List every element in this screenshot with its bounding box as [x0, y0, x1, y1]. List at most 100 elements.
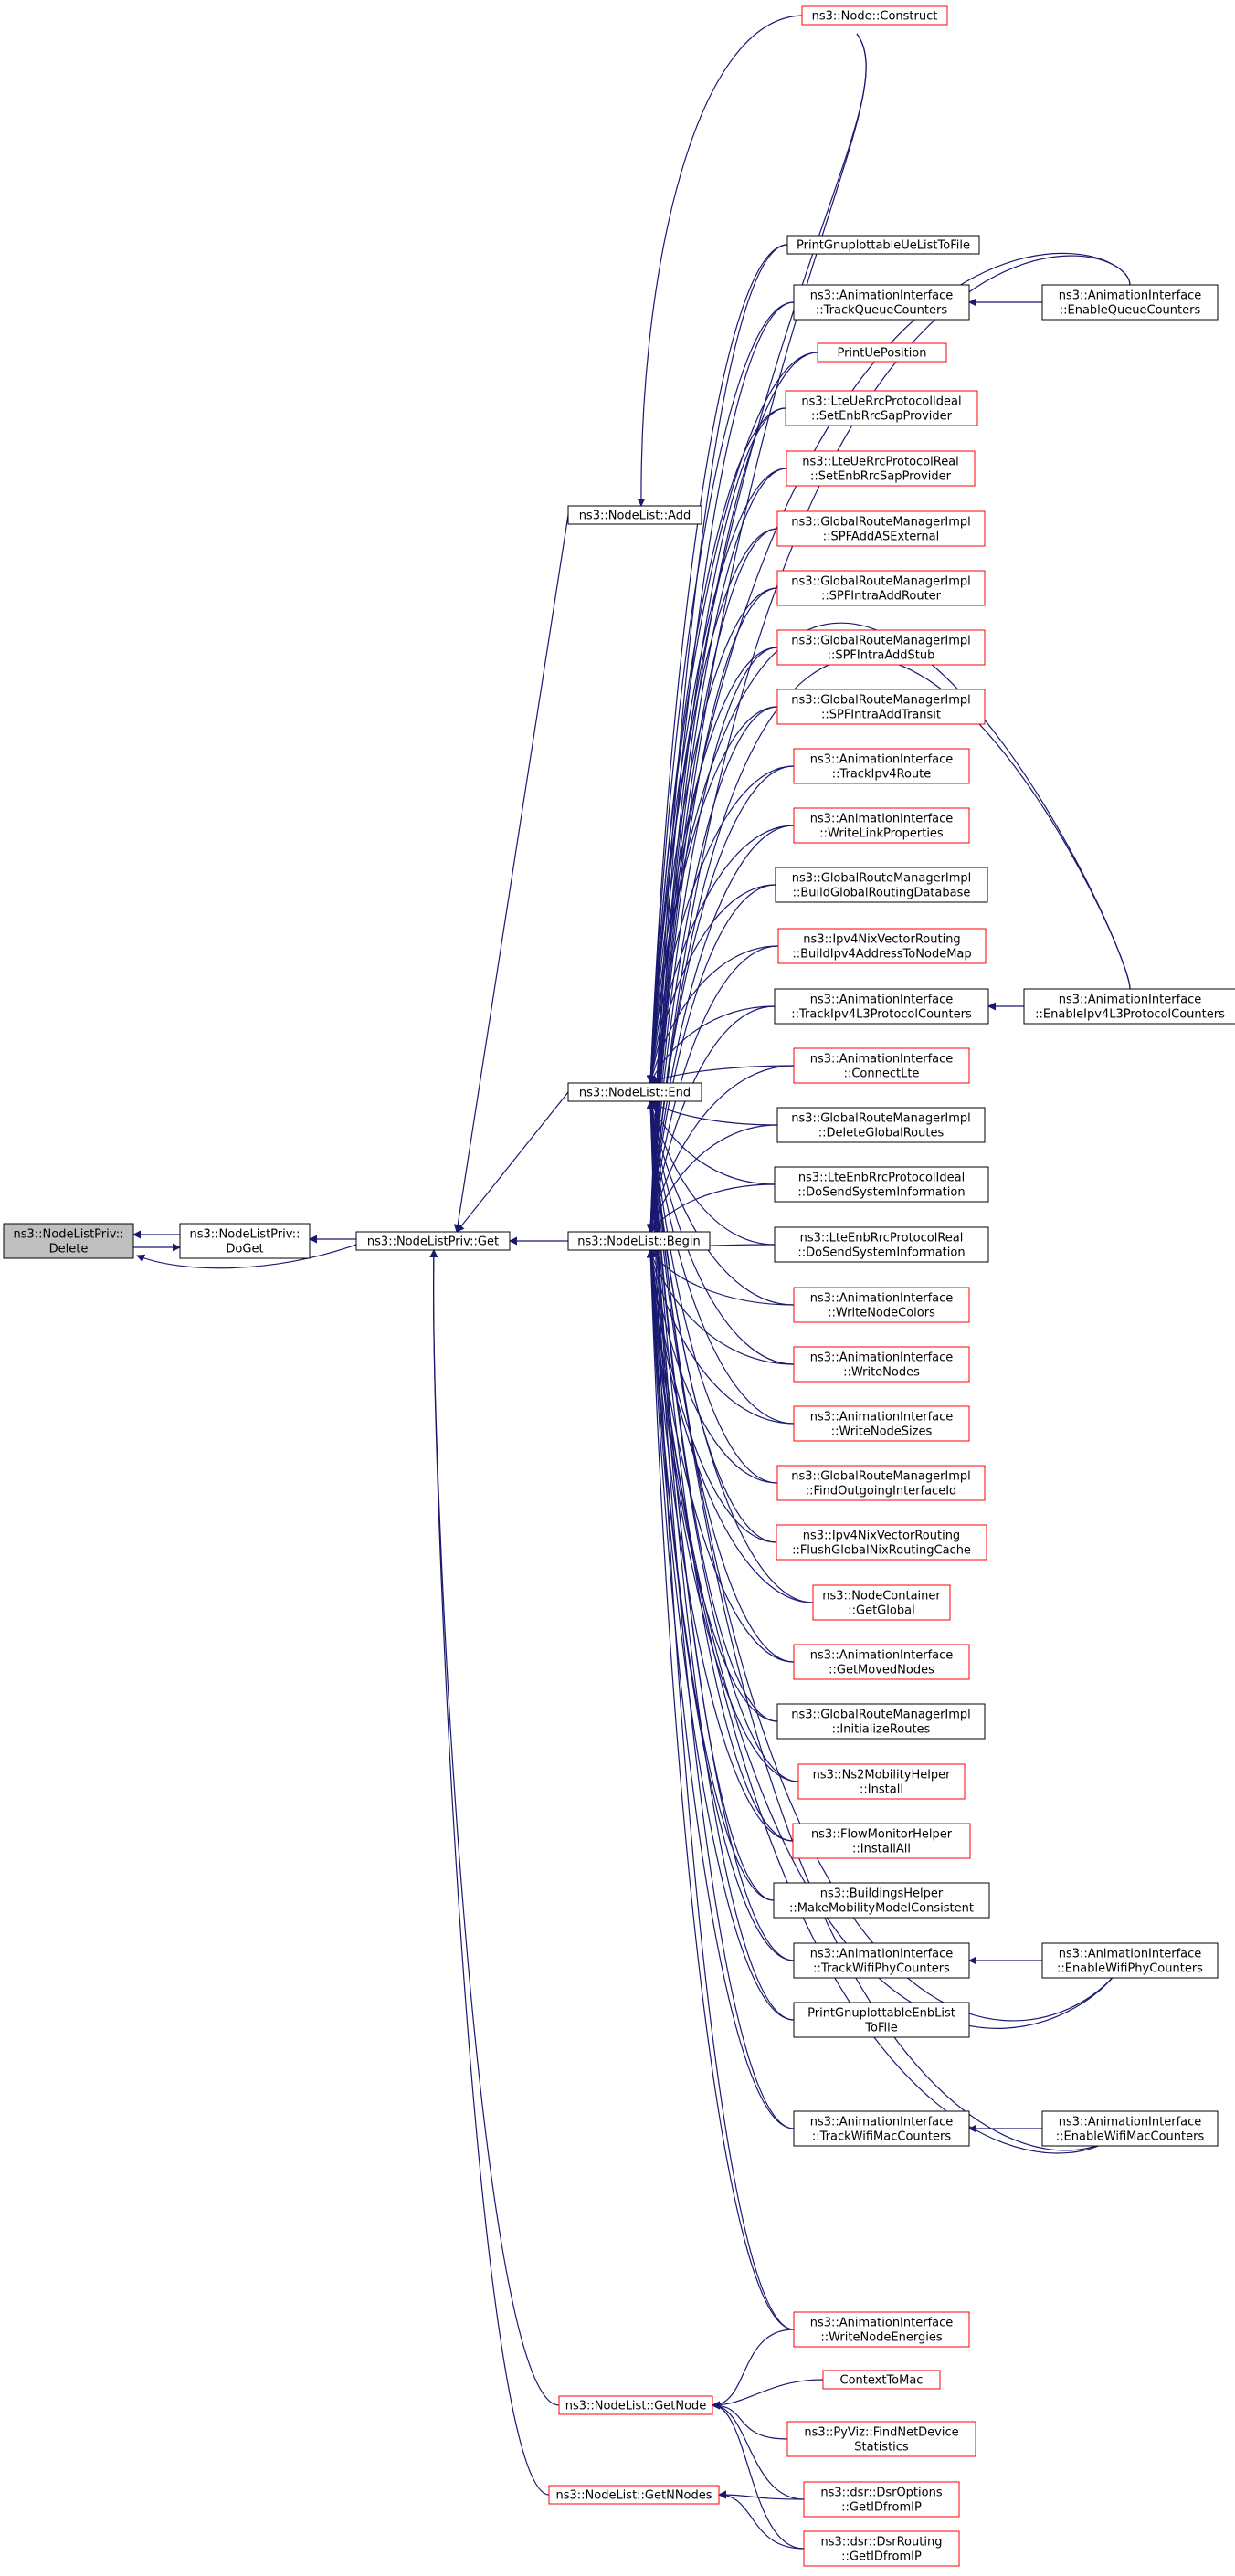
call-edge-twpc-to-end [646, 1100, 795, 1961]
call-edge-get-to-delete [136, 1244, 357, 1269]
node-box [793, 1405, 970, 1442]
graph-node-tipv4l3[interactable]: ns3::AnimationInterface::TrackIpv4L3Prot… [774, 988, 989, 1025]
node-label-line: ::SPFIntraAddStub [828, 649, 935, 663]
graph-node-wns[interactable]: ns3::AnimationInterface::WriteNodeSizes [793, 1405, 970, 1442]
node-label-line: ns3::GlobalRouteManagerImpl [791, 575, 971, 589]
graph-node-doget[interactable]: ns3::NodeListPriv::DoGet [179, 1223, 311, 1259]
node-box [776, 1107, 986, 1143]
node-box [786, 450, 976, 487]
call-edge-twmc-to-end [646, 1100, 795, 2129]
call-edge-wn-to-end [647, 1100, 795, 1365]
node-box [775, 867, 988, 903]
graph-node-fmh[interactable]: ns3::FlowMonitorHelper::InstallAll [792, 1823, 971, 1859]
graph-node-wlp[interactable]: ns3::AnimationInterface::WriteLinkProper… [793, 807, 970, 844]
node-box [776, 1465, 986, 1501]
graph-node-ns2[interactable]: ns3::Ns2MobilityHelper::Install [797, 1763, 966, 1800]
node-box [567, 1231, 711, 1251]
graph-node-spfiat[interactable]: ns3::GlobalRouteManagerImpl::SPFIntraAdd… [776, 689, 986, 725]
node-box [793, 284, 970, 321]
graph-node-add[interactable]: ns3::NodeList::Add [567, 505, 702, 525]
node-box [793, 2002, 970, 2038]
call-edge-eqc-to-begin [647, 255, 1131, 1233]
graph-node-tipv4r[interactable]: ns3::AnimationInterface::TrackIpv4Route [793, 748, 970, 784]
node-label-line: ::BuildGlobalRoutingDatabase [793, 887, 971, 900]
graph-node-spfias[interactable]: ns3::GlobalRouteManagerImpl::SPFIntraAdd… [776, 629, 986, 666]
graph-node-bh[interactable]: ns3::BuildingsHelper::MakeMobilityModelC… [773, 1882, 990, 1919]
graph-node-begin[interactable]: ns3::NodeList::Begin [567, 1231, 711, 1251]
graph-node-dsropt[interactable]: ns3::dsr::DsrOptions::GetIDfromIP [803, 2481, 960, 2518]
node-label-line: ns3::AnimationInterface [810, 289, 954, 303]
node-label-line: ns3::AnimationInterface [810, 1948, 954, 1961]
graph-node-ncgg[interactable]: ns3::NodeContainer::GetGlobal [812, 1584, 951, 1621]
call-edge-dsropt-to-getnnodes [718, 2490, 805, 2500]
graph-node-ctm[interactable]: ContextToMac [822, 2370, 941, 2390]
node-label-line: PrintGnuplottableEnbList [808, 2007, 955, 2021]
graph-node-clte[interactable]: ns3::AnimationInterface::ConnectLte [793, 1047, 970, 1084]
node-label-line: ns3::AnimationInterface [810, 2116, 954, 2129]
graph-node-wne[interactable]: ns3::AnimationInterface::WriteNodeEnergi… [793, 2311, 970, 2348]
node-label-line: ::EnableWifiPhyCounters [1057, 1962, 1203, 1976]
graph-node-get[interactable]: ns3::NodeListPriv::Get [355, 1231, 511, 1251]
node-box [793, 2110, 970, 2147]
graph-node-spfase[interactable]: ns3::GlobalRouteManagerImpl::SPFAddASExt… [776, 510, 986, 547]
graph-node-bgrd[interactable]: ns3::GlobalRouteManagerImpl::BuildGlobal… [775, 867, 988, 903]
graph-node-pup[interactable]: PrintUePosition [817, 342, 947, 363]
graph-node-wn[interactable]: ns3::AnimationInterface::WriteNodes [793, 1346, 970, 1383]
node-box [776, 510, 986, 547]
node-box [793, 1346, 970, 1383]
graph-node-dsrrt[interactable]: ns3::dsr::DsrRouting::GetIDfromIP [803, 2530, 960, 2567]
graph-node-enbideal[interactable]: ns3::LteEnbRrcProtocolIdeal::DoSendSyste… [774, 1166, 989, 1203]
graph-node-twmc[interactable]: ns3::AnimationInterface::TrackWifiMacCou… [793, 2110, 970, 2147]
graph-node-construct[interactable]: ns3::Node::Construct [801, 5, 948, 26]
graph-node-eqc[interactable]: ns3::AnimationInterface::EnableQueueCoun… [1041, 284, 1219, 321]
node-box [776, 689, 986, 725]
node-box [567, 1082, 702, 1102]
graph-node-eipv4l3[interactable]: ns3::AnimationInterface::EnableIpv4L3Pro… [1023, 988, 1235, 1025]
node-label-line: ::InitializeRoutes [832, 1723, 931, 1737]
graph-node-end[interactable]: ns3::NodeList::End [567, 1082, 702, 1102]
node-label-line: ns3::Ipv4NixVectorRouting [803, 1530, 960, 1543]
graph-node-tqc[interactable]: ns3::AnimationInterface::TrackQueueCount… [793, 284, 970, 321]
graph-node-pgue[interactable]: PrintGnuplottableUeListToFile [786, 235, 980, 255]
node-box [773, 1882, 990, 1919]
call-edge-fmh-to-begin [647, 1249, 794, 1842]
graph-node-twpc[interactable]: ns3::AnimationInterface::TrackWifiPhyCou… [793, 1942, 970, 1979]
graph-node-bipv4[interactable]: ns3::Ipv4NixVectorRouting::BuildIpv4Addr… [777, 928, 987, 964]
node-label-line: ::SetEnbRrcSapProvider [811, 410, 953, 424]
call-edge-wns-to-begin [648, 1249, 795, 1425]
call-edge-spfiar-to-end [647, 587, 778, 1084]
graph-node-ltereal[interactable]: ns3::LteUeRrcProtocolReal::SetEnbRrcSapP… [786, 450, 976, 487]
call-edge-pyviz-to-getnode [712, 2401, 788, 2440]
graph-node-getnode[interactable]: ns3::NodeList::GetNode [558, 2395, 713, 2415]
graph-node-ewpc[interactable]: ns3::AnimationInterface::EnableWifiPhyCo… [1041, 1942, 1219, 1979]
node-box [812, 1584, 951, 1621]
graph-node-wnc[interactable]: ns3::AnimationInterface::WriteNodeColors [793, 1287, 970, 1323]
graph-node-dgr[interactable]: ns3::GlobalRouteManagerImpl::DeleteGloba… [776, 1107, 986, 1143]
node-label-line: ns3::BuildingsHelper [820, 1887, 944, 1901]
call-edge-dgr-to-end [649, 1100, 778, 1126]
graph-node-getnnodes[interactable]: ns3::NodeList::GetNNodes [548, 2485, 720, 2505]
graph-node-fgnrc[interactable]: ns3::Ipv4NixVectorRouting::FlushGlobalNi… [776, 1524, 987, 1561]
node-label-line: ns3::AnimationInterface [810, 1649, 954, 1663]
node-label-line: ::TrackIpv4Route [832, 768, 932, 782]
graph-node-lteideal[interactable]: ns3::LteUeRrcProtocolIdeal::SetEnbRrcSap… [785, 390, 978, 426]
node-box [822, 2370, 941, 2390]
node-label-line: ns3::AnimationInterface [1059, 1948, 1202, 1961]
node-label-line: ContextToMac [840, 2374, 924, 2388]
graph-node-gmn[interactable]: ns3::AnimationInterface::GetMovedNodes [793, 1644, 970, 1680]
graph-node-spfiar[interactable]: ns3::GlobalRouteManagerImpl::SPFIntraAdd… [776, 570, 986, 606]
call-edge-ltereal-to-begin [646, 468, 787, 1233]
graph-node-delete: ns3::NodeListPriv::Delete [3, 1223, 134, 1259]
graph-node-ewmc[interactable]: ns3::AnimationInterface::EnableWifiMacCo… [1041, 2110, 1219, 2147]
node-box [803, 2530, 960, 2567]
graph-node-enbreal[interactable]: ns3::LteEnbRrcProtocolReal::DoSendSystem… [774, 1226, 989, 1263]
node-label-line: ::GetGlobal [848, 1604, 914, 1618]
graph-node-ir[interactable]: ns3::GlobalRouteManagerImpl::InitializeR… [776, 1703, 986, 1740]
graph-node-foii[interactable]: ns3::GlobalRouteManagerImpl::FindOutgoin… [776, 1465, 986, 1501]
call-edge-wns-to-end [647, 1100, 795, 1425]
call-edge-getnode-to-get [429, 1249, 560, 2406]
node-label-line: PrintGnuplottableUeListToFile [797, 239, 970, 253]
